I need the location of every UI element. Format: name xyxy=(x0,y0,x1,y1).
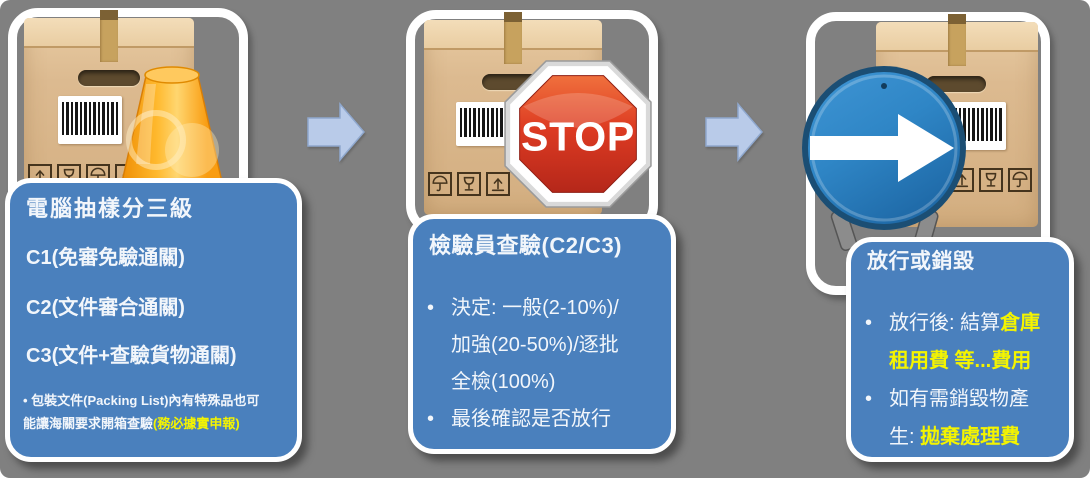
panel-release-or-destroy: 放行或銷毀 • 放行後: 結算倉庫 租用費 等...費用 • 如有需銷毀物產 生… xyxy=(846,237,1074,462)
flow-arrow-icon xyxy=(705,101,763,163)
handling-icons-row xyxy=(950,168,1032,192)
bullet-dot: • xyxy=(427,408,435,430)
bullet-text: 如有需銷毀物產 生: 拋棄處理費 xyxy=(889,388,1029,448)
umbrella-icon xyxy=(1008,168,1032,192)
bullet-text: 決定: 一般(2-10%)/ 加強(20-50%)/逐批 全檢(100%) xyxy=(451,297,619,393)
panel-inspector-check: 檢驗員查驗(C2/C3) • 決定: 一般(2-10%)/ 加強(20-50%)… xyxy=(408,214,676,454)
sampling-level-c2: C2(文件審合通關) xyxy=(26,297,185,319)
tape-strip-icon xyxy=(100,10,118,62)
stop-sign-icon: STOP xyxy=(504,60,652,208)
panel-title: 放行或銷毀 xyxy=(867,250,975,273)
fragile-glass-icon xyxy=(457,172,481,196)
stop-sign-text: STOP xyxy=(521,114,635,160)
bullet-dot: • xyxy=(865,388,873,410)
handle-slot-icon xyxy=(78,70,140,86)
bullet-text: 最後確認是否放行 xyxy=(451,408,611,430)
tape-strip-icon xyxy=(504,12,522,64)
bullet-dot: • xyxy=(865,312,873,334)
handle-slot-icon xyxy=(926,76,986,92)
fragile-glass-icon xyxy=(979,168,1003,192)
bullet-item: • 最後確認是否放行 xyxy=(427,401,671,438)
bullet-item: • 決定: 一般(2-10%)/ 加強(20-50%)/逐批 全檢(100%) xyxy=(427,290,671,401)
bullet-item: • 如有需銷毀物產 生: 拋棄處理費 xyxy=(865,380,1069,456)
barcode-bars xyxy=(62,102,118,135)
screw-dot xyxy=(881,83,887,89)
barcode-label-icon xyxy=(58,96,122,144)
bullet-text: 放行後: 結算倉庫 租用費 等...費用 xyxy=(889,312,1041,372)
bullet-item: • 放行後: 結算倉庫 租用費 等...費用 xyxy=(865,304,1069,380)
note-line: • 包裝文件(Packing List)內有特殊品也可 xyxy=(23,393,260,408)
panel-sampling-levels: 電腦抽樣分三級 C1(免審免驗通關) C2(文件審合通關) C3(文件+查驗貨物… xyxy=(5,178,302,462)
umbrella-icon xyxy=(428,172,452,196)
this-way-up-icon xyxy=(486,172,510,196)
sampling-level-c1: C1(免審免驗通關) xyxy=(26,247,185,269)
sampling-level-c3: C3(文件+查驗貨物通關) xyxy=(26,345,237,367)
panel-title: 檢驗員查驗(C2/C3) xyxy=(429,233,623,258)
direction-arrow-sign-icon xyxy=(802,66,966,251)
tape-strip-icon xyxy=(948,14,966,66)
right-arrow-glyph xyxy=(810,114,954,182)
bullet-list: • 決定: 一般(2-10%)/ 加強(20-50%)/逐批 全檢(100%) … xyxy=(413,290,671,438)
flow-arrow-icon xyxy=(307,101,365,163)
stop-sign-face xyxy=(519,75,637,193)
packing-list-note: • 包裝文件(Packing List)內有特殊品也可 能讓海關要求開箱查驗(務… xyxy=(23,389,297,435)
handling-icons-row xyxy=(428,172,510,196)
bullet-dot: • xyxy=(427,297,435,319)
panel-title: 電腦抽樣分三級 xyxy=(26,196,195,221)
bullet-list: • 放行後: 結算倉庫 租用費 等...費用 • 如有需銷毀物產 生: 拋棄處理… xyxy=(851,304,1069,456)
note-line: 能讓海關要求開箱查驗(務必據實申報) xyxy=(23,416,240,431)
siren-beacon-icon xyxy=(121,66,223,182)
